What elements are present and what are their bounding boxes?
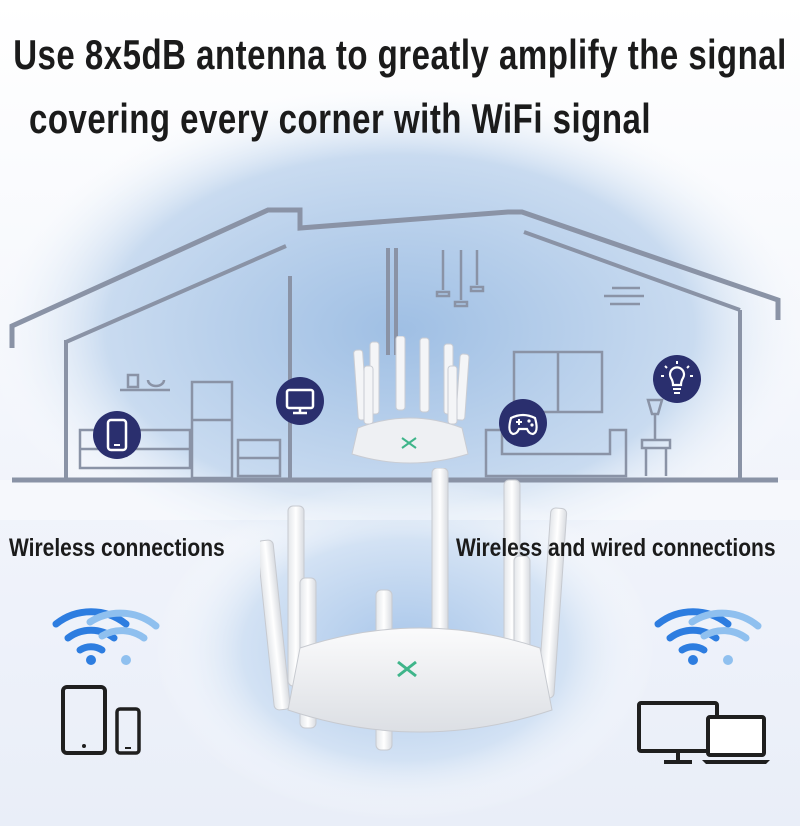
router-icon bbox=[351, 336, 470, 464]
gamepad-icon bbox=[499, 399, 547, 447]
lightbulb-icon bbox=[653, 355, 701, 403]
wifi-icon-right bbox=[654, 608, 762, 665]
monitor-icon bbox=[276, 377, 324, 425]
wifi-icon bbox=[52, 608, 160, 665]
caption-wireless-and-wired-connections: Wireless and wired connections bbox=[456, 534, 776, 563]
smartphone-icon bbox=[115, 707, 141, 755]
caption-wireless-connections: Wireless connections bbox=[9, 534, 225, 563]
house-illustration bbox=[9, 207, 781, 483]
headline-line-2: covering every corner with WiFi signal bbox=[28, 95, 652, 142]
phone-icon bbox=[93, 411, 141, 459]
router-icon-large bbox=[260, 468, 568, 751]
headline-line-1: Use 8x5dB antenna to greatly amplify the… bbox=[13, 31, 787, 78]
tablet-icon bbox=[61, 685, 107, 755]
laptop-icon bbox=[702, 715, 770, 764]
